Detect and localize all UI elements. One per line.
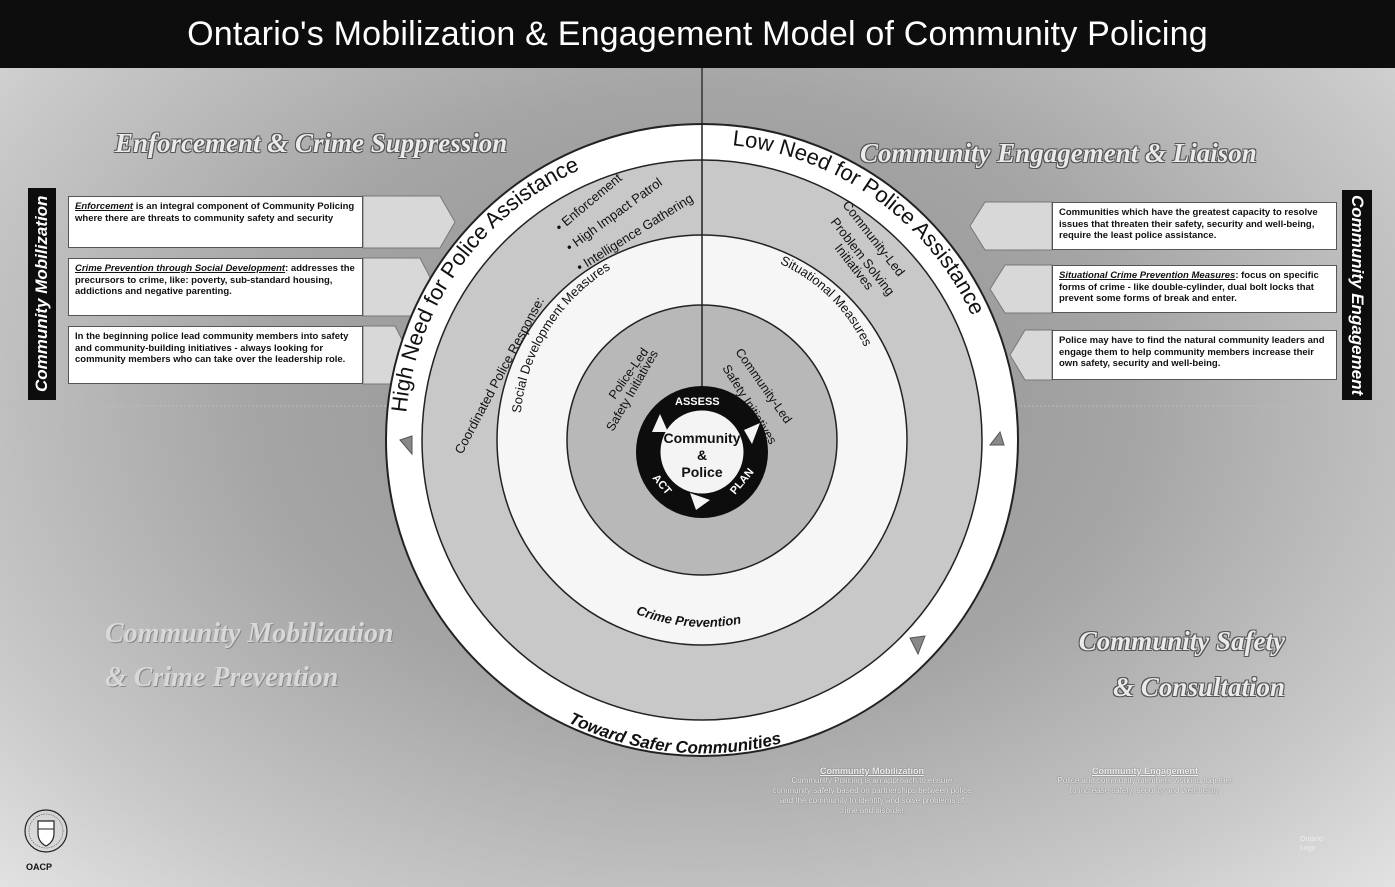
quadrant-label-top-right: Community Engagement & Liaison (860, 138, 1257, 168)
footer-note-engagement: Community Engagement Police and communit… (1055, 766, 1235, 796)
right-band-3-text: Police may have to find the natural comm… (1059, 335, 1325, 369)
left-band-2-lead: Crime Prevention through Social Developm… (75, 263, 286, 274)
right-band-3: Police may have to find the natural comm… (1052, 330, 1337, 380)
core-label-2: & (697, 447, 707, 463)
direction-arrow-left (399, 435, 413, 456)
right-band-1-text: Communities which have the greatest capa… (1059, 207, 1318, 241)
footer-note-mobilization-heading: Community Mobilization (820, 766, 924, 776)
quadrant-label-bottom-left: Community Mobilization & Crime Preventio… (105, 612, 394, 700)
quadrant-label-bottom-left-line2: & Crime Prevention (105, 662, 339, 693)
cycle-arrow-3 (652, 414, 668, 432)
side-label-right: Community Engagement (1342, 190, 1372, 400)
quadrant-label-top-left: Enforcement & Crime Suppression (115, 128, 508, 158)
quadrant-label-bottom-right: Community Safety & Consultation (1055, 618, 1285, 710)
right-band-2-lead: Situational Crime Prevention Measures (1059, 270, 1236, 281)
corner-legend: Ontario Logo (1300, 836, 1323, 852)
quadrant-label-bottom-right-line1: Community Safety (1078, 626, 1285, 656)
left-band-1-lead: Enforcement (75, 201, 134, 212)
cycle-label-assess: ASSESS (675, 396, 720, 408)
oacp-logo (24, 809, 68, 853)
left-band-2-text: : addresses the precursors to crime, lik… (75, 263, 355, 297)
band-arrow-left-1 (362, 195, 456, 249)
left-band-3: In the beginning police lead community m… (68, 326, 363, 384)
direction-arrow-bottom-right (909, 635, 926, 656)
quadrant-label-bottom-right-line2: & Consultation (1113, 672, 1285, 702)
footer-note-mobilization: Community Mobilization Community Policin… (772, 766, 972, 816)
right-band-2-text: : focus on specific forms of crime - lik… (1059, 270, 1319, 304)
left-band-1-text: is an integral component of Community Po… (75, 201, 355, 224)
direction-arrow-right (988, 430, 1005, 446)
quadrant-label-bottom-left-line1: Community Mobilization (105, 618, 394, 649)
page-title: Ontario's Mobilization & Engagement Mode… (0, 0, 1395, 68)
core-circle (659, 409, 745, 495)
left-band-1: Enforcement is an integral component of … (68, 196, 363, 248)
footer-note-mobilization-body: Community Policing is an approach to ens… (772, 776, 972, 815)
core-label-1: Community (664, 430, 741, 446)
left-band-2: Crime Prevention through Social Developm… (68, 258, 363, 316)
footer-note-engagement-body: Police and community members working tog… (1057, 776, 1233, 795)
right-band-1: Communities which have the greatest capa… (1052, 202, 1337, 250)
core-label-3: Police (681, 464, 722, 480)
left-band-3-text: In the beginning police lead community m… (75, 331, 349, 365)
oacp-logo-text: OACP (26, 862, 53, 872)
cycle-arrow-1 (744, 423, 760, 444)
right-band-2: Situational Crime Prevention Measures: f… (1052, 265, 1337, 313)
cycle-arrow-2 (690, 493, 710, 510)
footer-note-engagement-heading: Community Engagement (1091, 766, 1198, 776)
